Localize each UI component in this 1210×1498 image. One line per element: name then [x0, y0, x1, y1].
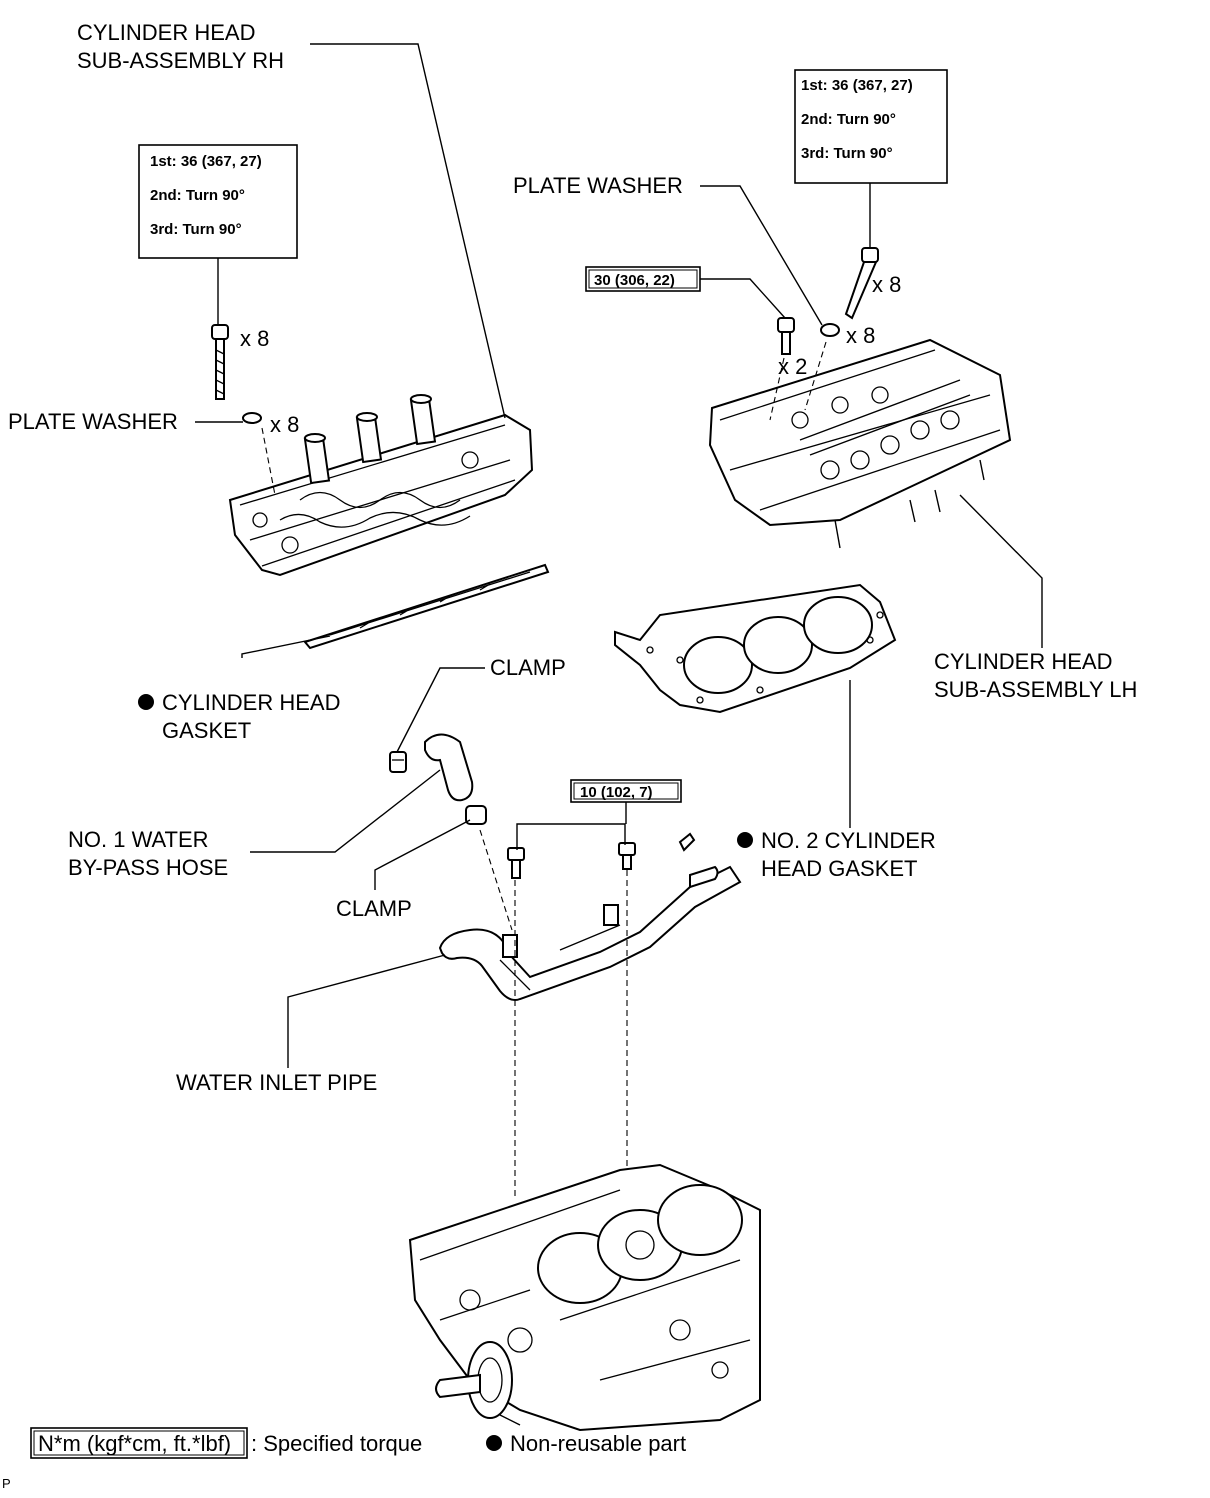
- legend-torque-unit: N*m (kgf*cm, ft.*lbf): [38, 1431, 231, 1456]
- no2-gasket-label-line2: HEAD GASKET: [761, 856, 917, 881]
- lh-small-bolt-quantity: x 2: [778, 354, 807, 379]
- lh-small-bolt-drawing: [777, 317, 795, 355]
- plate-washer-right-label: PLATE WASHER: [513, 173, 683, 198]
- legend-torque-text: : Specified torque: [251, 1431, 422, 1456]
- legend: N*m (kgf*cm, ft.*lbf) : Specified torque…: [30, 1427, 686, 1459]
- cylinder-head-rh-drawing: [228, 394, 534, 577]
- no2-gasket-label-line1: NO. 2 CYLINDER: [761, 828, 936, 853]
- cyl-head-lh-label-line1: CYLINDER HEAD: [934, 649, 1112, 674]
- legend-nonreusable-mark: [486, 1435, 502, 1451]
- cyl-head-rh-label-line1: CYLINDER HEAD: [77, 20, 255, 45]
- lh-head-bolt-drawing: [844, 247, 879, 320]
- nonreusable-mark-no2-gasket: [737, 832, 753, 848]
- rh-bolt-quantity: x 8: [240, 326, 269, 351]
- rh-plate-washer-drawing: [242, 412, 262, 424]
- clamp-top-label: CLAMP: [490, 655, 566, 680]
- plate-washer-left-label: PLATE WASHER: [8, 409, 178, 434]
- no2-cylinder-head-gasket-drawing: [614, 583, 897, 714]
- cyl-head-lh-label-line2: SUB-ASSEMBLY LH: [934, 677, 1137, 702]
- water-inlet-pipe-drawing: [438, 832, 742, 1001]
- corner-mark: P: [2, 1476, 11, 1491]
- water-inlet-pipe-label: WATER INLET PIPE: [176, 1070, 377, 1095]
- torque-rh-step2: 2nd: Turn 90°: [150, 187, 245, 204]
- torque-lh-step1: 1st: 36 (367, 27): [801, 77, 913, 94]
- legend-nonreusable-text: Non-reusable part: [510, 1431, 686, 1456]
- clamp-top-drawing: [389, 751, 407, 773]
- cylinder-block-drawing: [408, 1163, 761, 1432]
- torque-box-rh-head-bolt: 1st: 36 (367, 27) 2nd: Turn 90° 3rd: Tur…: [138, 144, 298, 259]
- torque-box-lh-head-bolt: 1st: 36 (367, 27) 2nd: Turn 90° 3rd: Tur…: [794, 69, 948, 184]
- torque-lh-small-bolt-value: 30 (306, 22): [594, 272, 675, 289]
- lh-washer-quantity: x 8: [846, 323, 875, 348]
- rh-washer-quantity: x 8: [270, 412, 299, 437]
- cyl-head-gasket-label-line2: GASKET: [162, 718, 251, 743]
- cylinder-head-gasket-drawing: [303, 563, 550, 650]
- lh-bolt-quantity: x 8: [872, 272, 901, 297]
- bypass-hose-label-line1: NO. 1 WATER: [68, 827, 209, 852]
- pipe-bolt-right-drawing: [618, 842, 636, 870]
- torque-lh-step3: 3rd: Turn 90°: [801, 145, 893, 162]
- torque-rh-step1: 1st: 36 (367, 27): [150, 153, 262, 170]
- torque-pipe-bolt-value: 10 (102, 7): [580, 784, 653, 801]
- rh-head-bolt-drawing: [211, 324, 229, 400]
- cylinder-head-lh-drawing: [708, 338, 1012, 549]
- torque-lh-step2: 2nd: Turn 90°: [801, 111, 896, 128]
- cyl-head-rh-label-line2: SUB-ASSEMBLY RH: [77, 48, 284, 73]
- clamp-bottom-drawing: [465, 805, 487, 825]
- cyl-head-gasket-label-line1: CYLINDER HEAD: [162, 690, 340, 715]
- torque-box-pipe-bolt: 10 (102, 7): [570, 779, 682, 803]
- no1-water-bypass-hose-drawing: [424, 733, 474, 802]
- pipe-bolt-left-drawing: [507, 847, 525, 879]
- clamp-bottom-label: CLAMP: [336, 896, 412, 921]
- nonreusable-mark-gasket: [138, 694, 154, 710]
- torque-box-lh-small-bolt: 30 (306, 22): [585, 266, 701, 292]
- torque-rh-step3: 3rd: Turn 90°: [150, 221, 242, 238]
- leader-lines: [195, 43, 1043, 1068]
- lh-plate-washer-drawing: [820, 323, 840, 337]
- bypass-hose-label-line2: BY-PASS HOSE: [68, 855, 228, 880]
